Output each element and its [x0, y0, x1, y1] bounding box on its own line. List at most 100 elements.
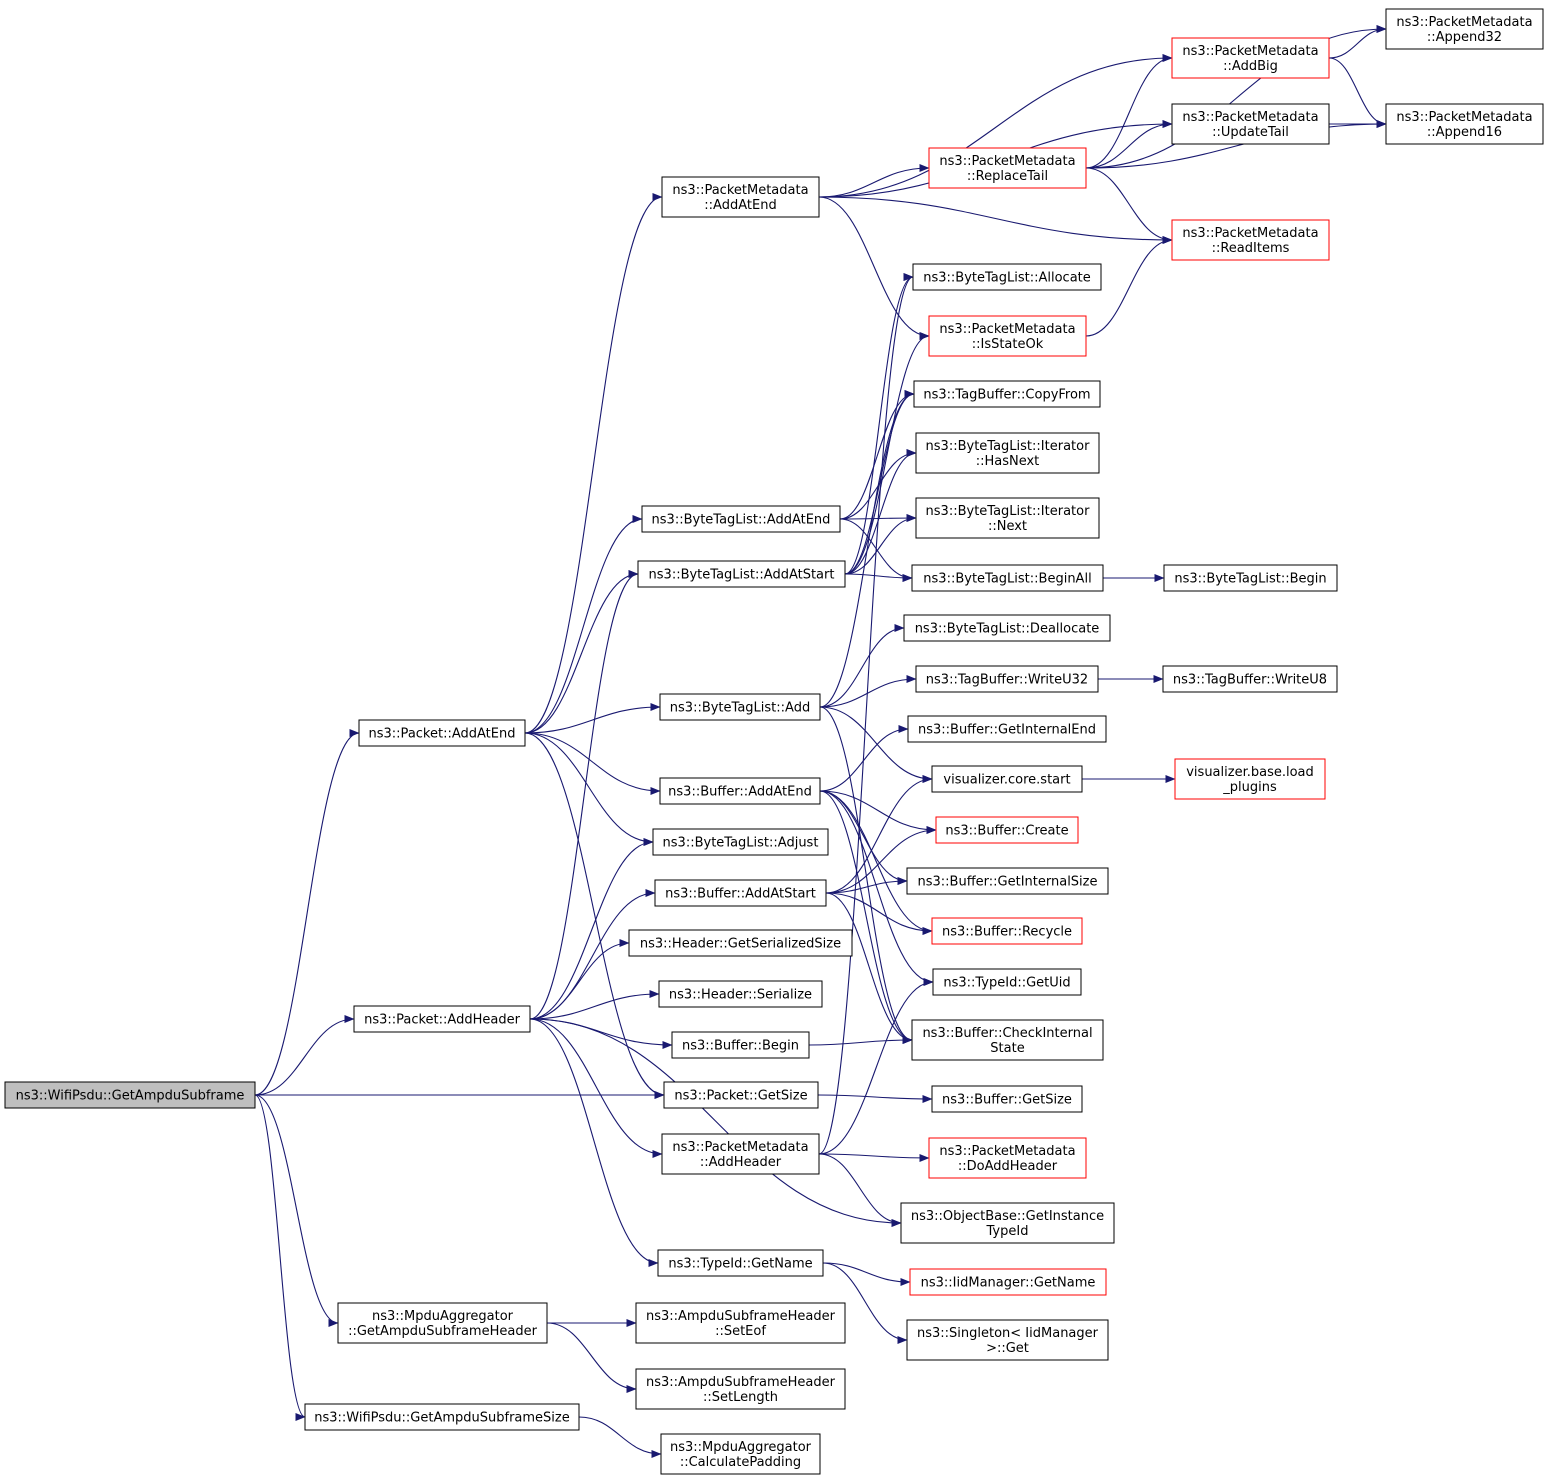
node-btl-iter-next[interactable]: ns3::ByteTagList::Iterator::Next	[915, 497, 1100, 539]
node-label-line: ns3::Packet::AddAtEnd	[369, 727, 516, 742]
node-label-line: ::SetLength	[703, 1390, 778, 1405]
node-box	[663, 1081, 819, 1109]
node-packet-get-size[interactable]: ns3::Packet::GetSize	[663, 1081, 819, 1109]
node-label-line: ns3::Header::Serialize	[669, 988, 812, 1003]
node-ash-set-length[interactable]: ns3::AmpduSubframeHeader::SetLength	[635, 1368, 846, 1410]
node-btl-allocate[interactable]: ns3::ByteTagList::Allocate	[912, 263, 1102, 291]
call-edge-packet_add_at_end-to-btl_adjust	[524, 732, 654, 846]
node-label-line: ns3::Packet::GetSize	[674, 1089, 807, 1104]
node-box	[931, 1085, 1083, 1113]
node-btl-deallocate[interactable]: ns3::ByteTagList::Deallocate	[903, 614, 1111, 642]
node-label-line: ns3::AmpduSubframeHeader	[646, 1309, 836, 1324]
call-edge-packet_add_header-to-btl_adjust	[529, 838, 654, 1020]
node-label-line: ns3::Buffer::AddAtStart	[665, 887, 816, 902]
call-edge-buf_add_at_end-to-buf_create	[819, 790, 937, 834]
node-label-line: TypeId	[986, 1224, 1029, 1239]
node-ash-set-eof[interactable]: ns3::AmpduSubframeHeader::SetEof	[635, 1302, 846, 1344]
node-btl-add[interactable]: ns3::ByteTagList::Add	[659, 693, 821, 721]
call-edge-pm_add_big-to-pm_append16	[1328, 57, 1387, 128]
call-edge-packet_add_at_end-to-packet_get_size	[524, 732, 665, 1099]
node-packet-add-at-end[interactable]: ns3::Packet::AddAtEnd	[358, 719, 526, 747]
node-singleton-get[interactable]: ns3::Singleton< IidManager>::Get	[906, 1319, 1109, 1361]
node-label-line: ::AddHeader	[700, 1155, 782, 1170]
call-edges	[254, 25, 1387, 1458]
node-buf-create[interactable]: ns3::Buffer::Create	[935, 816, 1079, 844]
node-mpdu-calc-padding[interactable]: ns3::MpduAggregator::CalculatePadding	[660, 1433, 821, 1475]
node-btl-add-at-start[interactable]: ns3::ByteTagList::AddAtStart	[637, 560, 846, 588]
node-btl-begin[interactable]: ns3::ByteTagList::Begin	[1163, 564, 1338, 592]
node-mpdu-get-header[interactable]: ns3::MpduAggregator::GetAmpduSubframeHea…	[337, 1302, 548, 1344]
node-label-line: ::Next	[988, 519, 1027, 534]
node-buf-get-internal-size[interactable]: ns3::Buffer::GetInternalSize	[906, 867, 1109, 895]
node-label-line: ::GetAmpduSubframeHeader	[348, 1324, 538, 1339]
node-pm-replace-tail[interactable]: ns3::PacketMetadata::ReplaceTail	[928, 147, 1087, 189]
node-box	[1171, 103, 1330, 145]
call-edge-buf_add_at_end-to-buf_recycle	[819, 790, 933, 935]
node-box	[1162, 665, 1338, 693]
node-pm-append16[interactable]: ns3::PacketMetadata::Append16	[1385, 103, 1544, 145]
node-pm-append32[interactable]: ns3::PacketMetadata::Append32	[1385, 8, 1544, 50]
node-pm-add-header[interactable]: ns3::PacketMetadata::AddHeader	[661, 1133, 820, 1175]
node-wifi-get-ampdu-subframe-size[interactable]: ns3::WifiPsdu::GetAmpduSubframeSize	[304, 1403, 580, 1431]
node-label-line: ns3::WifiPsdu::GetAmpduSubframe	[16, 1089, 245, 1104]
node-label-line: ns3::ObjectBase::GetInstance	[911, 1209, 1104, 1224]
node-tb-write-u32[interactable]: ns3::TagBuffer::WriteU32	[915, 665, 1099, 693]
node-tb-write-u8[interactable]: ns3::TagBuffer::WriteU8	[1162, 665, 1338, 693]
node-label-line: ns3::Buffer::Begin	[682, 1039, 799, 1054]
node-btl-iter-has-next[interactable]: ns3::ByteTagList::Iterator::HasNext	[915, 432, 1100, 474]
call-edge-wifi_get_ampdu_subframe-to-packet_add_at_end	[254, 729, 360, 1096]
node-box	[641, 505, 841, 533]
call-edge-packet_add_at_end-to-btl_add_at_end	[524, 515, 643, 734]
node-typeid-get-name[interactable]: ns3::TypeId::GetName	[657, 1249, 824, 1277]
node-label-line: ::AddAtEnd	[704, 198, 776, 213]
node-buf-begin[interactable]: ns3::Buffer::Begin	[671, 1031, 810, 1059]
node-box	[906, 1319, 1109, 1361]
node-label-line: ns3::Buffer::GetInternalEnd	[918, 723, 1096, 738]
node-btl-begin-all[interactable]: ns3::ByteTagList::BeginAll	[911, 564, 1104, 592]
node-tb-copy-from[interactable]: ns3::TagBuffer::CopyFrom	[913, 380, 1101, 408]
node-packet-add-header[interactable]: ns3::Packet::AddHeader	[353, 1005, 531, 1033]
node-box	[912, 263, 1102, 291]
call-edge-packet_add_at_end-to-btl_add	[524, 703, 661, 734]
node-hdr-serialize[interactable]: ns3::Header::Serialize	[658, 980, 823, 1008]
node-buf-add-at-end[interactable]: ns3::Buffer::AddAtEnd	[659, 777, 821, 805]
node-pm-add-at-end[interactable]: ns3::PacketMetadata::AddAtEnd	[661, 176, 820, 218]
node-iid-get-name[interactable]: ns3::IidManager::GetName	[909, 1268, 1107, 1296]
node-vis-base-load-plugins[interactable]: visualizer.base.load_plugins	[1174, 758, 1326, 800]
node-pm-read-items[interactable]: ns3::PacketMetadata::ReadItems	[1171, 219, 1330, 261]
node-box	[913, 380, 1101, 408]
node-label-line: >::Get	[986, 1341, 1029, 1356]
node-label-line: ns3::ByteTagList::Begin	[1174, 572, 1326, 587]
node-typeid-get-uid[interactable]: ns3::TypeId::GetUid	[932, 968, 1082, 996]
call-edge-buf_add_at_start-to-buf_create	[825, 826, 937, 894]
node-box	[928, 315, 1087, 357]
node-box	[911, 1019, 1104, 1061]
node-box	[931, 917, 1083, 945]
call-edge-buf_add_at_end-to-buf_check_internal_state	[819, 790, 913, 1044]
node-pm-update-tail[interactable]: ns3::PacketMetadata::UpdateTail	[1171, 103, 1330, 145]
call-edge-packet_add_header-to-ob_get_instance_typeid	[529, 1018, 902, 1227]
node-buf-get-internal-end[interactable]: ns3::Buffer::GetInternalEnd	[907, 715, 1107, 743]
call-edge-btl_add_at_start-to-btl_iter_has_next	[844, 449, 917, 575]
call-edge-packet_add_at_end-to-btl_add_at_start	[524, 570, 639, 734]
node-pm-is-state-ok[interactable]: ns3::PacketMetadata::IsStateOk	[928, 315, 1087, 357]
node-buf-add-at-start[interactable]: ns3::Buffer::AddAtStart	[654, 879, 827, 907]
node-btl-adjust[interactable]: ns3::ByteTagList::Adjust	[652, 828, 829, 856]
node-box	[1171, 219, 1330, 261]
node-wifi-get-ampdu-subframe[interactable]: ns3::WifiPsdu::GetAmpduSubframe	[4, 1081, 256, 1109]
node-btl-add-at-end[interactable]: ns3::ByteTagList::AddAtEnd	[641, 505, 841, 533]
call-edge-pm_add_at_end-to-pm_read_items	[818, 196, 1173, 244]
node-pm-add-big[interactable]: ns3::PacketMetadata::AddBig	[1171, 37, 1330, 79]
node-label-line: ns3::Buffer::GetInternalSize	[918, 875, 1098, 890]
node-vis-core-start[interactable]: visualizer.core.start	[931, 765, 1083, 793]
node-hdr-get-serialized-size[interactable]: ns3::Header::GetSerializedSize	[628, 929, 853, 957]
node-label-line: ns3::Buffer::GetSize	[942, 1093, 1072, 1108]
node-label-line: ::ReplaceTail	[967, 169, 1048, 184]
node-pm-do-add-header[interactable]: ns3::PacketMetadata::DoAddHeader	[928, 1137, 1087, 1179]
node-buf-get-size[interactable]: ns3::Buffer::GetSize	[931, 1085, 1083, 1113]
node-label-line: ns3::PacketMetadata	[1396, 15, 1532, 30]
node-buf-recycle[interactable]: ns3::Buffer::Recycle	[931, 917, 1083, 945]
node-label-line: ns3::PacketMetadata	[672, 183, 808, 198]
